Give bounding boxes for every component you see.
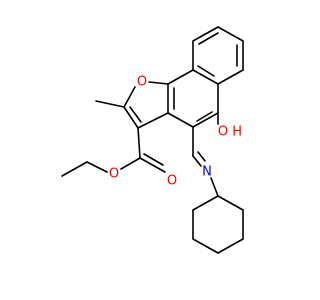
ring-oxygen-label: O [137, 75, 147, 90]
bond [197, 65, 215, 77]
hydroxyl-label: O H [218, 125, 242, 140]
imine-nitrogen-label: N [202, 165, 212, 180]
ester-oxygen-label: O [109, 167, 119, 182]
carbonyl-oxygen-label: O [167, 174, 177, 189]
atom-labels: O O O O H N [109, 75, 242, 189]
bond [123, 86, 136, 108]
bond [148, 81, 169, 85]
bond [86, 161, 108, 173]
bond [210, 177, 219, 197]
bond [217, 26, 244, 42]
bond [139, 157, 166, 173]
bond [217, 195, 244, 211]
bond [143, 153, 164, 166]
bond [167, 69, 194, 85]
bond [198, 32, 219, 45]
molecule-drawing: O O O O H N [61, 26, 244, 254]
structure-canvas: O O O O H N [61, 26, 244, 254]
bond [123, 106, 139, 129]
bonds [61, 26, 244, 254]
bond [192, 69, 219, 85]
bond [120, 157, 141, 170]
bond [217, 238, 244, 254]
bond [137, 127, 141, 159]
bond [192, 112, 219, 128]
bond [192, 26, 219, 42]
bond [61, 161, 88, 177]
bond [217, 69, 244, 85]
bond [167, 112, 194, 128]
bond [137, 112, 169, 129]
bond [196, 111, 213, 122]
bond [192, 155, 202, 167]
bond [192, 238, 219, 254]
bond [197, 151, 206, 162]
bond [129, 106, 142, 123]
bond [95, 100, 125, 108]
bond [192, 195, 219, 211]
